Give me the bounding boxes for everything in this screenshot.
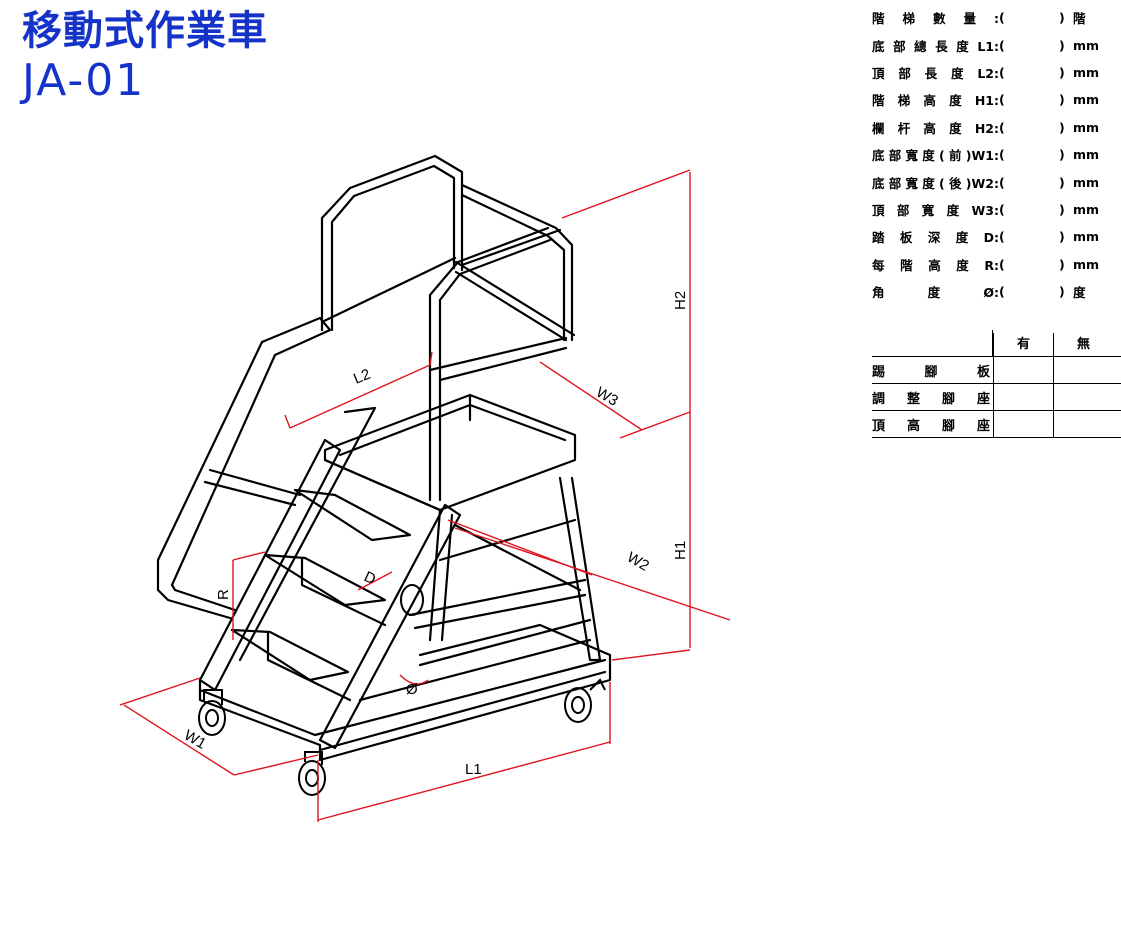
options-table: 有 無 踢腳板調整腳座頂高腳座 (872, 330, 1121, 438)
spec-unit: mm (1073, 229, 1100, 245)
label-r: R (215, 589, 232, 600)
spec-row: 每階高度R:() mm (872, 251, 1117, 278)
spec-paren-close: ) (1059, 201, 1065, 217)
option-no-cell[interactable] (1053, 411, 1113, 437)
label-angle: Ø (406, 681, 418, 698)
spec-label: 踏板深度D: (872, 230, 999, 246)
spec-paren-close: ) (1059, 119, 1065, 135)
label-d: D (361, 568, 378, 588)
spec-unit: 階 (1073, 11, 1086, 27)
spec-label: 每階高度R: (872, 257, 999, 273)
spec-paren-open: ( (999, 10, 1005, 26)
spec-paren-close: ) (1059, 174, 1065, 190)
spec-label: 階梯數量: (872, 11, 999, 27)
spec-paren-close: ) (1059, 284, 1065, 300)
caster-rear-left (400, 584, 424, 616)
spec-unit: mm (1073, 174, 1100, 190)
option-no-cell[interactable] (1053, 357, 1113, 383)
caster-rear-right (564, 678, 606, 723)
caster-front-left (198, 689, 226, 736)
spec-paren-close: ) (1059, 37, 1065, 53)
spec-paren-open: ( (999, 229, 1005, 245)
spec-label: 欄杆高度H2: (872, 120, 999, 136)
label-l2: L2 (351, 366, 373, 388)
spec-unit: mm (1073, 119, 1100, 135)
option-name: 踢腳板 (872, 364, 990, 380)
spec-row: 底部寬度(前)W1:() mm (872, 141, 1117, 168)
options-header: 有 無 (872, 330, 1121, 357)
product-name: 移動式作業車 (22, 8, 268, 54)
spec-paren-close: ) (1059, 229, 1065, 245)
spec-row: 階梯高度H1:() mm (872, 86, 1117, 113)
spec-paren-open: ( (999, 64, 1005, 80)
spec-row: 底部寬度(後)W2:() mm (872, 168, 1117, 195)
option-row: 踢腳板 (872, 357, 1121, 384)
spec-label: 階梯高度H1: (872, 93, 999, 109)
spec-paren-open: ( (999, 174, 1005, 190)
spec-paren-open: ( (999, 284, 1005, 300)
option-yes-cell[interactable] (993, 411, 1053, 437)
option-yes-cell[interactable] (993, 384, 1053, 410)
option-row: 頂高腳座 (872, 411, 1121, 438)
spec-row: 角度Ø:() 度 (872, 278, 1117, 305)
spec-label: 角度Ø: (872, 285, 999, 301)
spec-paren-open: ( (999, 119, 1005, 135)
spec-row: 頂部長度L2:() mm (872, 59, 1117, 86)
spec-label: 底部寬度(前)W1: (872, 148, 999, 164)
spec-unit: mm (1073, 37, 1100, 53)
label-w3: W3 (593, 384, 621, 410)
spec-paren-open: ( (999, 147, 1005, 163)
spec-label: 底部寬度(後)W2: (872, 175, 999, 191)
options-no-header: 無 (1053, 333, 1113, 356)
spec-label: 頂部寬度W3: (872, 202, 999, 218)
ladder-frame (156, 154, 612, 762)
spec-unit: mm (1073, 64, 1100, 80)
option-row: 調整腳座 (872, 384, 1121, 411)
spec-unit: mm (1073, 147, 1100, 163)
spec-paren-close: ) (1059, 92, 1065, 108)
spec-paren-close: ) (1059, 256, 1065, 272)
spec-paren-open: ( (999, 92, 1005, 108)
spec-paren-close: ) (1059, 147, 1065, 163)
product-code: JA-01 (22, 55, 146, 106)
spec-paren-open: ( (999, 201, 1005, 217)
spec-paren-open: ( (999, 37, 1005, 53)
spec-unit: mm (1073, 201, 1100, 217)
label-l1: L1 (465, 761, 482, 778)
caster-wheels (198, 584, 606, 796)
label-w2: W2 (624, 549, 652, 575)
spec-row: 階梯數量:() 階 (872, 4, 1117, 31)
title-block: 移動式作業車 JA-01 (22, 6, 268, 106)
option-name: 調整腳座 (872, 391, 990, 407)
option-name: 頂高腳座 (872, 418, 990, 434)
options-yes-header: 有 (993, 333, 1053, 356)
spec-label: 底部總長度L1: (872, 38, 999, 54)
spec-row: 踏板深度D:() mm (872, 223, 1117, 250)
spec-unit: mm (1073, 92, 1100, 108)
option-no-cell[interactable] (1053, 384, 1113, 410)
spec-row: 欄杆高度H2:() mm (872, 114, 1117, 141)
label-h2: H2 (672, 291, 689, 310)
spec-paren-open: ( (999, 256, 1005, 272)
spec-label: 頂部長度L2: (872, 65, 999, 81)
spec-paren-close: ) (1059, 64, 1065, 80)
option-yes-cell[interactable] (993, 357, 1053, 383)
spec-row: 頂部寬度W3:() mm (872, 196, 1117, 223)
spec-unit: 度 (1073, 285, 1086, 301)
spec-unit: mm (1073, 256, 1100, 272)
dimension-lines (119, 169, 731, 822)
spec-paren-close: ) (1059, 10, 1065, 26)
label-h1: H1 (672, 541, 689, 560)
label-w1: W1 (181, 727, 209, 753)
spec-row: 底部總長度L1:() mm (872, 31, 1117, 58)
